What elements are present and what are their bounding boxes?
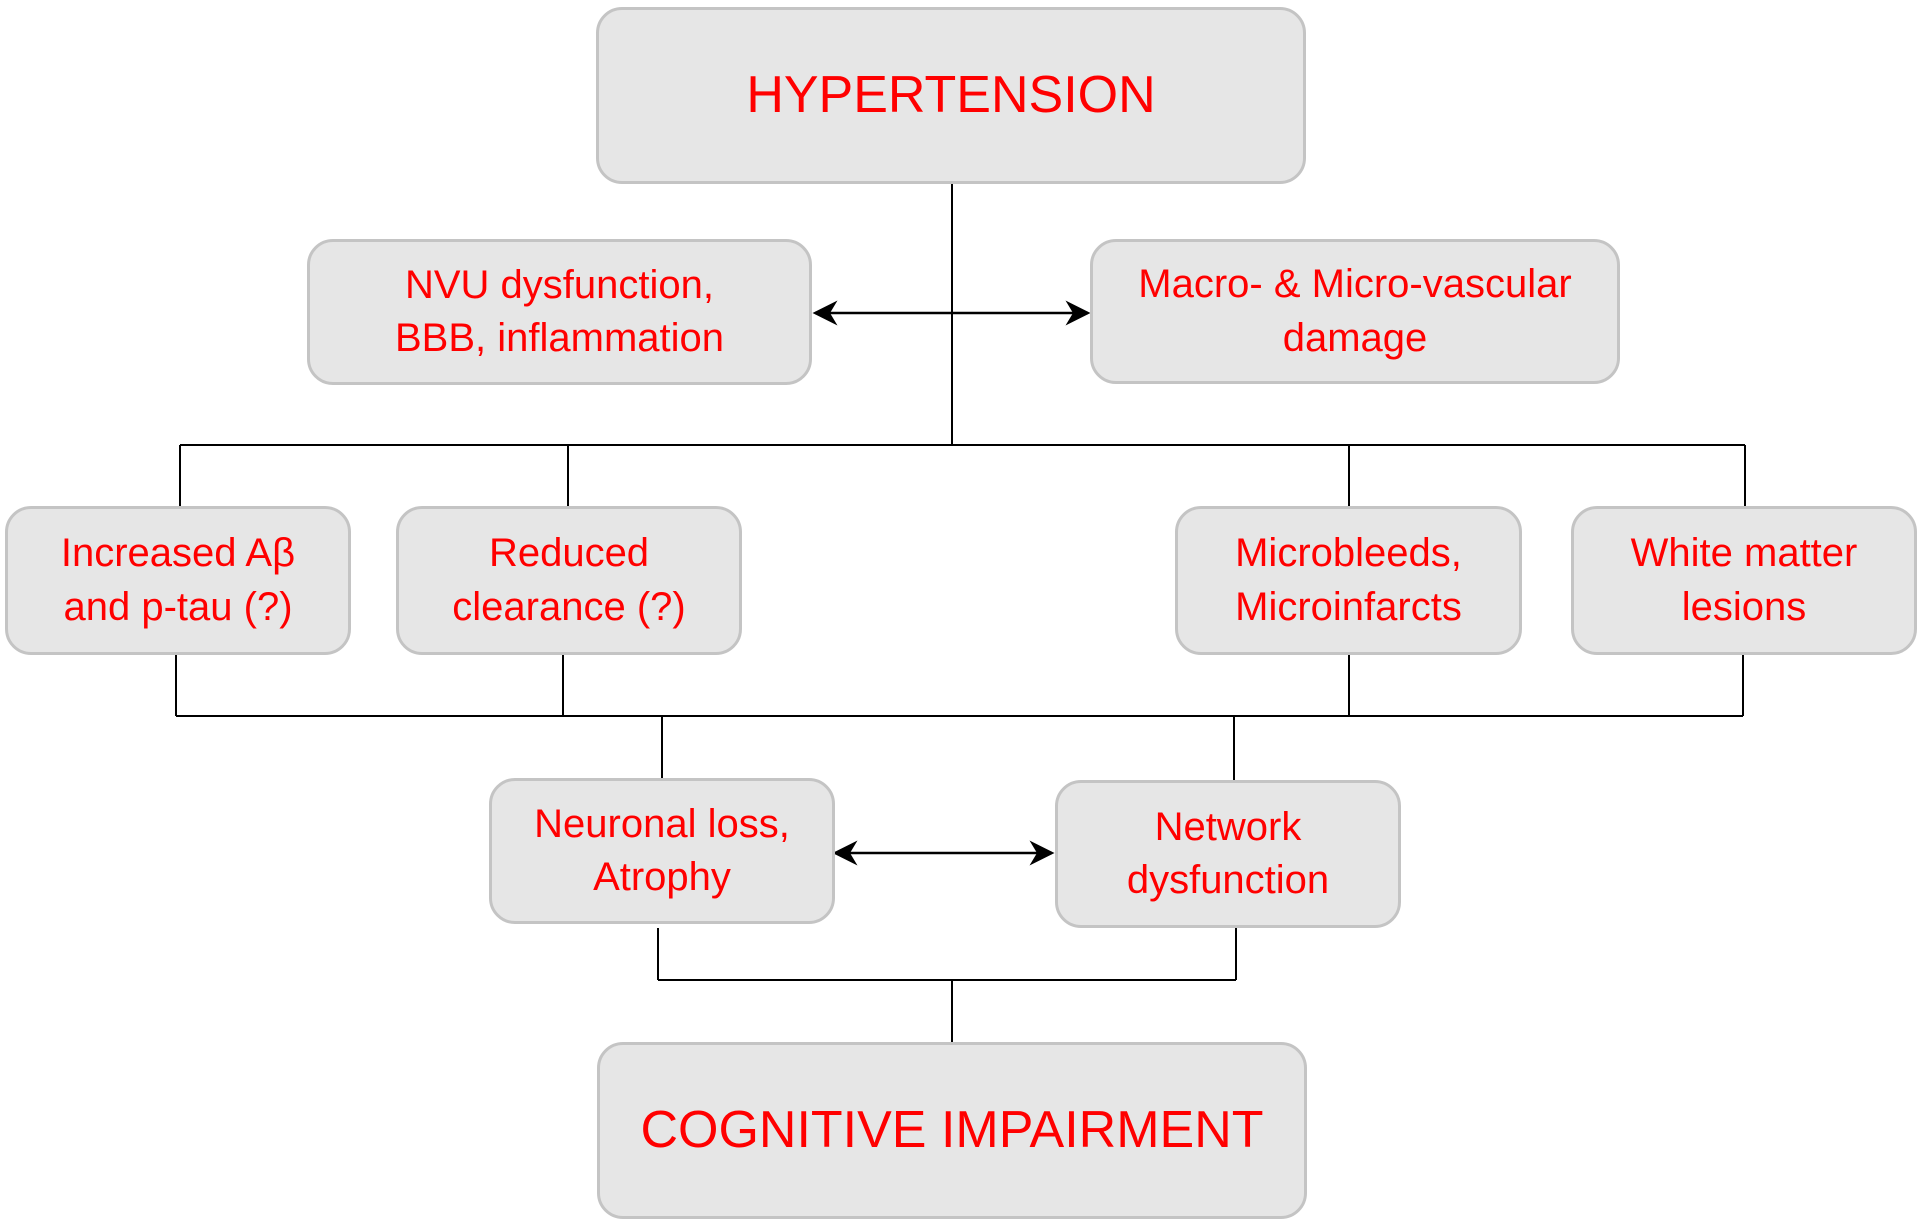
microbleeds-line-2: Microinfarcts <box>1235 584 1462 629</box>
network-line-2: dysfunction <box>1126 858 1330 902</box>
white-matter-line-2: lesions <box>1681 584 1807 629</box>
amyloid-tau-line-1: Increased Aβ <box>60 531 296 576</box>
white-matter-lesions-box: White matter lesions <box>1571 506 1917 655</box>
white-matter-line-1: White matter <box>1630 531 1858 576</box>
neuronal-line-1: Neuronal loss, <box>534 801 790 846</box>
amyloid-tau-line-2: and p-tau (?) <box>63 584 293 629</box>
neuronal-loss-box: Neuronal loss, Atrophy <box>489 778 835 924</box>
neuronal-line-2: Atrophy <box>593 855 731 899</box>
cognitive-impairment-label: COGNITIVE IMPAIRMENT <box>640 1100 1264 1159</box>
nvu-dysfunction-box: NVU dysfunction, BBB, inflammation <box>307 239 812 385</box>
vascular-damage-box: Macro- & Micro-vascular damage <box>1090 239 1620 384</box>
microbleeds-line-1: Microbleeds, <box>1235 531 1462 576</box>
microbleeds-box: Microbleeds, Microinfarcts <box>1175 506 1522 655</box>
clearance-line-1: Reduced <box>488 531 650 576</box>
hypertension-box: HYPERTENSION <box>596 7 1306 184</box>
network-line-1: Network <box>1154 804 1302 849</box>
nvu-line-1: NVU dysfunction, <box>404 262 715 307</box>
clearance-line-2: clearance (?) <box>452 584 686 629</box>
hypertension-label: HYPERTENSION <box>746 65 1156 124</box>
reduced-clearance-box: Reduced clearance (?) <box>396 506 742 655</box>
network-dysfunction-box: Network dysfunction <box>1055 780 1401 928</box>
vascular-line-1: Macro- & Micro-vascular <box>1138 262 1572 307</box>
cognitive-impairment-box: COGNITIVE IMPAIRMENT <box>597 1042 1307 1219</box>
amyloid-tau-box: Increased Aβ and p-tau (?) <box>5 506 351 655</box>
vascular-line-2: damage <box>1282 315 1428 360</box>
nvu-line-2: BBB, inflammation <box>394 316 725 360</box>
